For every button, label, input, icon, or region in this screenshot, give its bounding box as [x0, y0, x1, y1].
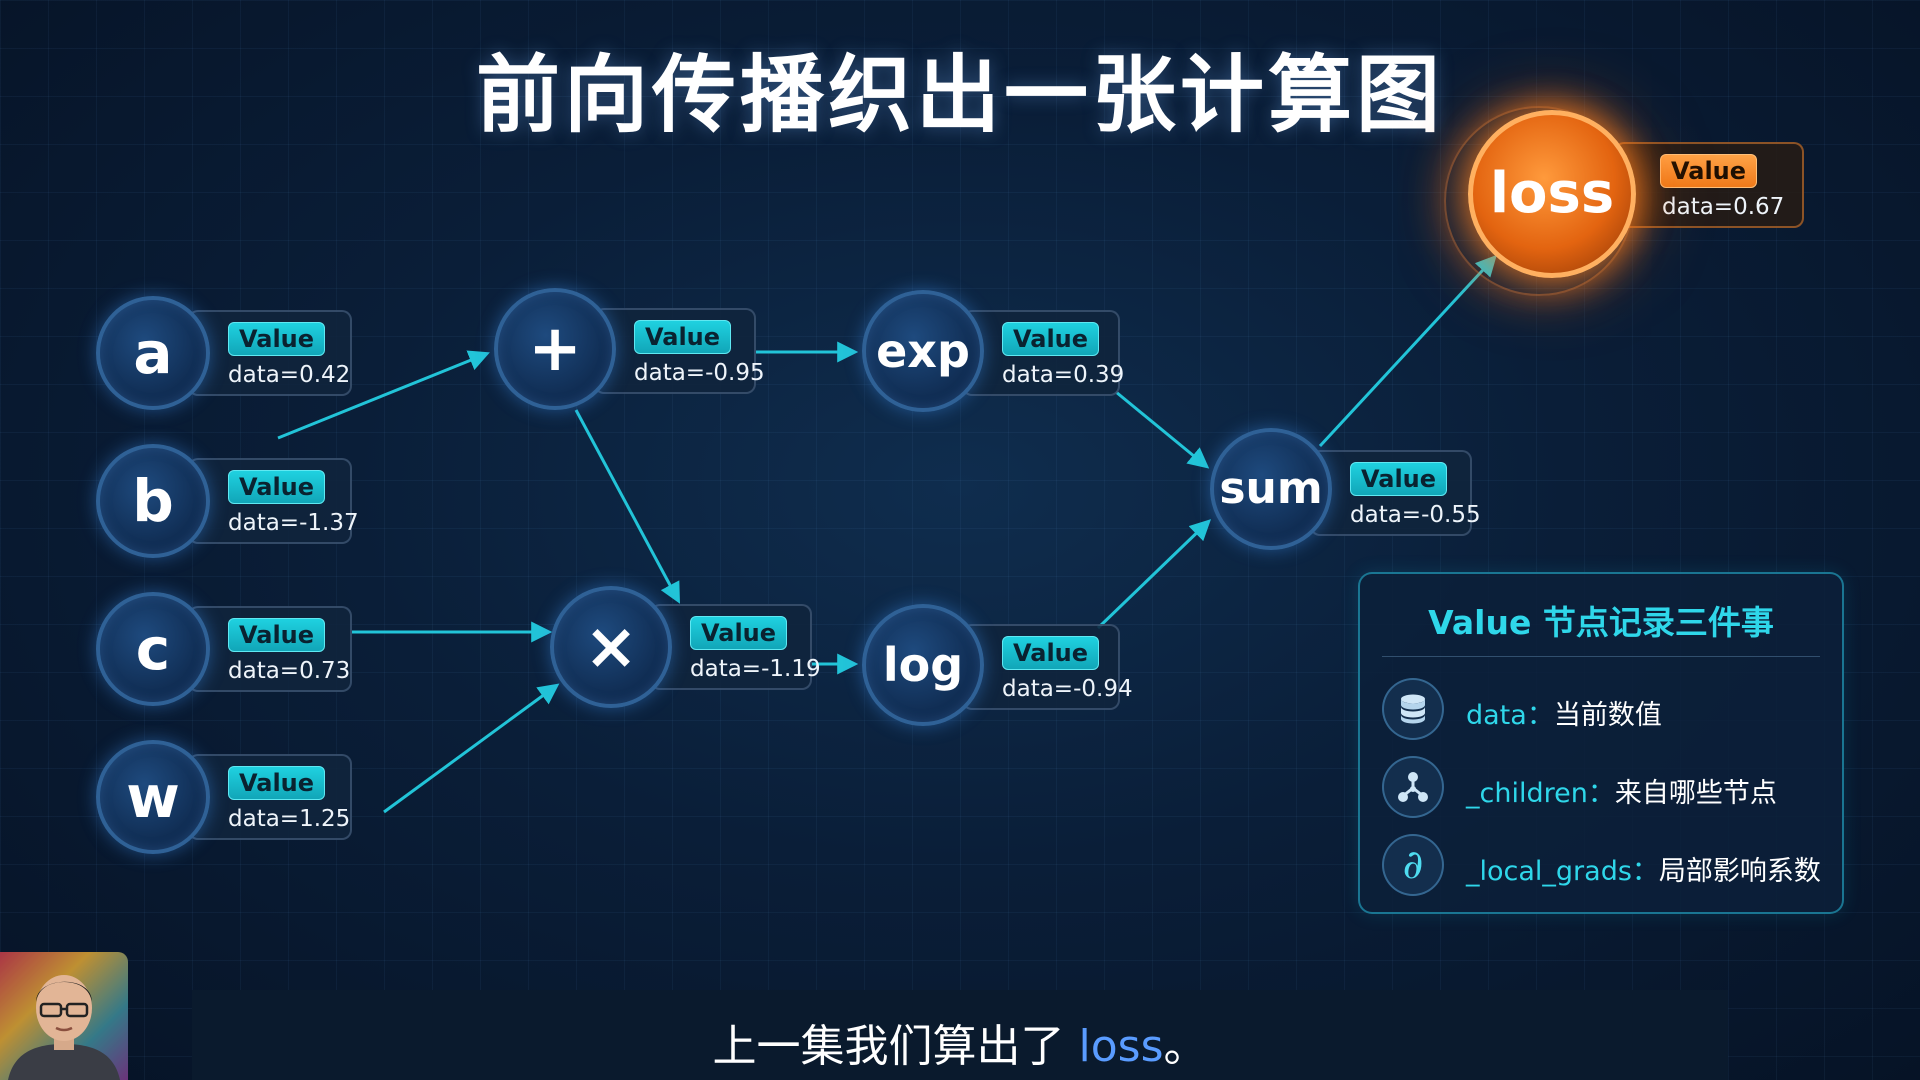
value-data-c: data=0.73	[228, 658, 351, 684]
info-item-text: _children：来自哪些节点	[1466, 771, 1777, 810]
info-sep: ：	[1631, 856, 1659, 887]
info-key-children: _children	[1466, 778, 1588, 809]
value-badge: Value	[228, 618, 326, 652]
node-c[interactable]: c	[96, 592, 210, 706]
node-sum-label: sum	[1219, 463, 1323, 514]
node-w-label: w	[126, 763, 180, 831]
info-item-local-grads: ∂ _local_grads：局部影响系数	[1382, 834, 1832, 898]
node-loss[interactable]: loss	[1468, 110, 1636, 278]
value-data-w: data=1.25	[228, 806, 351, 832]
value-data-add: data=-0.95	[634, 360, 765, 386]
edge-b-to-add	[277, 350, 490, 440]
value-badge: Value	[1660, 154, 1758, 188]
subtitle-prefix: 上一集我们算出了	[712, 1021, 1079, 1072]
info-panel-title: Value 节点记录三件事	[1428, 603, 1774, 642]
value-card-a: Value data=0.42	[188, 310, 352, 396]
info-desc-local-grads: 局部影响系数	[1658, 856, 1821, 887]
tree-icon	[1382, 756, 1444, 818]
value-data-sum: data=-0.55	[1350, 502, 1481, 528]
database-icon	[1382, 678, 1444, 740]
value-badge: Value	[228, 470, 326, 504]
info-key-data: data	[1466, 700, 1527, 731]
value-data-log: data=-0.94	[1002, 676, 1133, 702]
value-data-loss: data=0.67	[1662, 194, 1785, 220]
value-card-add: Value data=-0.95	[594, 308, 765, 394]
value-badge: Value	[690, 616, 788, 650]
node-c-label: c	[135, 615, 171, 683]
subtitle-suffix: 。	[1163, 1021, 1208, 1072]
info-item-children: _children：来自哪些节点	[1382, 756, 1832, 820]
value-card-b: Value data=-1.37	[188, 458, 359, 544]
value-data-a: data=0.42	[228, 362, 351, 388]
node-log-label: log	[882, 638, 964, 692]
info-panel: Value 节点记录三件事 data：当前数值	[1358, 572, 1844, 914]
value-data-b: data=-1.37	[228, 510, 359, 536]
node-mul[interactable]: ×	[550, 586, 672, 708]
node-sum[interactable]: sum	[1210, 428, 1332, 550]
node-a-label: a	[133, 319, 173, 387]
node-b-label: b	[132, 467, 174, 535]
edge-w-to-mul	[383, 683, 560, 814]
value-badge: Value	[634, 320, 732, 354]
value-card-c: Value data=0.73	[188, 606, 352, 692]
info-item-data: data：当前数值	[1382, 678, 1832, 742]
node-a[interactable]: a	[96, 296, 210, 410]
node-log[interactable]: log	[862, 604, 984, 726]
info-desc-children: 来自哪些节点	[1614, 778, 1777, 809]
info-sep: ：	[1526, 700, 1554, 731]
info-desc-data: 当前数值	[1553, 700, 1662, 731]
value-card-exp: Value data=0.39	[962, 310, 1124, 396]
node-exp[interactable]: exp	[862, 290, 984, 412]
subtitle-text: 上一集我们算出了 loss。	[192, 1010, 1728, 1074]
subtitle-highlight: loss	[1078, 1021, 1164, 1072]
node-loss-label: loss	[1489, 161, 1615, 226]
info-sep: ：	[1587, 778, 1615, 809]
page-title: 前向传播织出一张计算图	[475, 46, 1444, 144]
value-data-mul: data=-1.19	[690, 656, 821, 682]
presenter-webcam	[0, 952, 128, 1080]
info-divider	[1382, 656, 1820, 657]
value-card-mul: Value data=-1.19	[650, 604, 821, 690]
partial-derivative-icon: ∂	[1382, 834, 1444, 896]
info-item-text: data：当前数值	[1466, 693, 1662, 732]
value-card-sum: Value data=-0.55	[1310, 450, 1481, 536]
node-b[interactable]: b	[96, 444, 210, 558]
info-key-local-grads: _local_grads	[1466, 856, 1632, 887]
edge-log-to-sum	[1096, 519, 1212, 630]
info-item-text: _local_grads：局部影响系数	[1466, 849, 1821, 888]
edge-sum-to-loss	[1318, 254, 1497, 448]
subtitle-bar: 上一集我们算出了 loss。	[192, 990, 1728, 1080]
node-add-label: +	[528, 312, 582, 386]
node-exp-label: exp	[876, 324, 970, 378]
value-badge: Value	[1002, 636, 1100, 670]
value-badge: Value	[228, 322, 326, 356]
edge-exp-to-sum	[1115, 390, 1210, 469]
node-add[interactable]: +	[494, 288, 616, 410]
value-badge: Value	[228, 766, 326, 800]
value-card-log: Value data=-0.94	[962, 624, 1133, 710]
edge-add-to-mul	[574, 409, 680, 604]
node-w[interactable]: w	[96, 740, 210, 854]
value-badge: Value	[1002, 322, 1100, 356]
value-badge: Value	[1350, 462, 1448, 496]
value-card-w: Value data=1.25	[188, 754, 352, 840]
node-mul-label: ×	[584, 610, 638, 684]
value-card-loss: Value data=0.67	[1614, 142, 1804, 228]
value-data-exp: data=0.39	[1002, 362, 1125, 388]
